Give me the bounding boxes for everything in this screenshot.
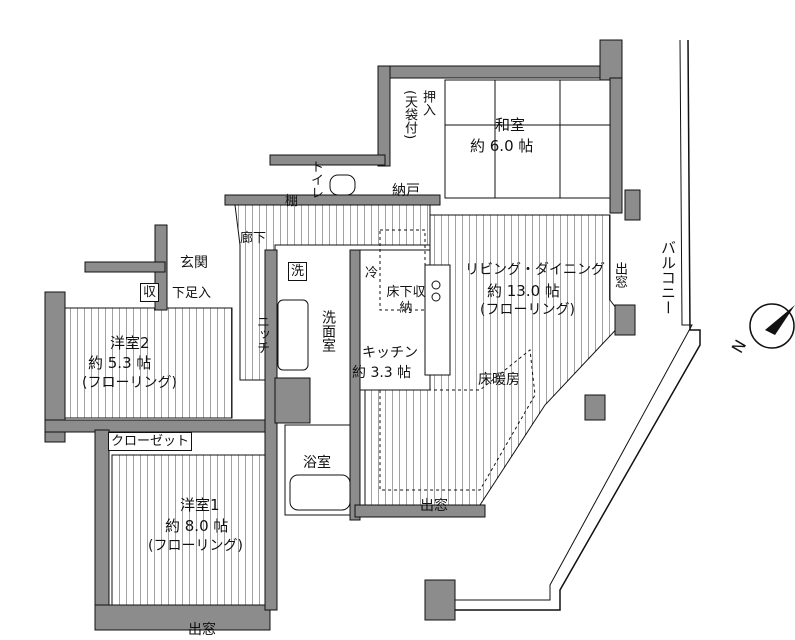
yukadanbou-label: 床暖房 xyxy=(478,372,520,388)
washitsu-floor xyxy=(444,79,611,199)
youshitsu1-size: 約 8.0 帖 xyxy=(165,517,229,535)
sen-label: 洗 xyxy=(288,262,308,281)
ldk-floor-label: (フローリング) xyxy=(480,302,575,318)
toilet-label: トイレ xyxy=(308,160,323,199)
washitsu-label: 和室 xyxy=(495,116,526,134)
nando-label: 納戸 xyxy=(392,183,420,199)
compass-icon xyxy=(749,303,795,349)
shu-label: 収 xyxy=(140,283,160,302)
youshitsu1-floor xyxy=(111,454,268,611)
youshitsu1-floor-label: (フローリング) xyxy=(148,538,243,554)
walls xyxy=(44,39,641,631)
rouka-label: 廊下 xyxy=(240,231,267,246)
closet-label: クローゼット xyxy=(108,432,193,451)
ldk-label: リビング・ダイニング xyxy=(465,262,605,278)
youshitsu2-floor-label: (フローリング) xyxy=(82,375,177,391)
youshitsu1-label: 洋室1 xyxy=(180,496,220,514)
rei-label: 冷 xyxy=(365,266,379,281)
washitsu-size: 約 6.0 帖 xyxy=(470,137,534,155)
yukashita-label: 床下収納 xyxy=(386,285,426,316)
demado-kitchen-label: 出窓 xyxy=(420,498,448,514)
oshiire-note: (天袋付) xyxy=(402,90,417,140)
balcony-label: バルコニー xyxy=(659,240,677,315)
yokushitsu-label: 浴室 xyxy=(303,455,331,471)
youshitsu2-size: 約 5.3 帖 xyxy=(88,354,152,372)
getabako-label: 下足入 xyxy=(172,286,212,301)
balcony-outline xyxy=(450,39,701,611)
demado-room1-label: 出窓 xyxy=(188,622,216,638)
demado-ldk-label: 出窓 xyxy=(612,262,627,288)
ldk-size: 約 13.0 帖 xyxy=(487,282,560,300)
balcony-inner xyxy=(455,39,693,601)
kitchen-size: 約 3.3 帖 xyxy=(352,365,412,381)
kitchen-label: キッチン xyxy=(362,345,418,361)
shelf-label: 棚 xyxy=(285,194,299,209)
oshiire-label: 押入 xyxy=(420,90,435,116)
genkan-label: 玄関 xyxy=(180,255,208,271)
youshitsu2-label: 洋室2 xyxy=(110,334,150,352)
senmen-label: 洗面室 xyxy=(320,310,336,352)
niche-label: ニッチ xyxy=(254,315,269,354)
